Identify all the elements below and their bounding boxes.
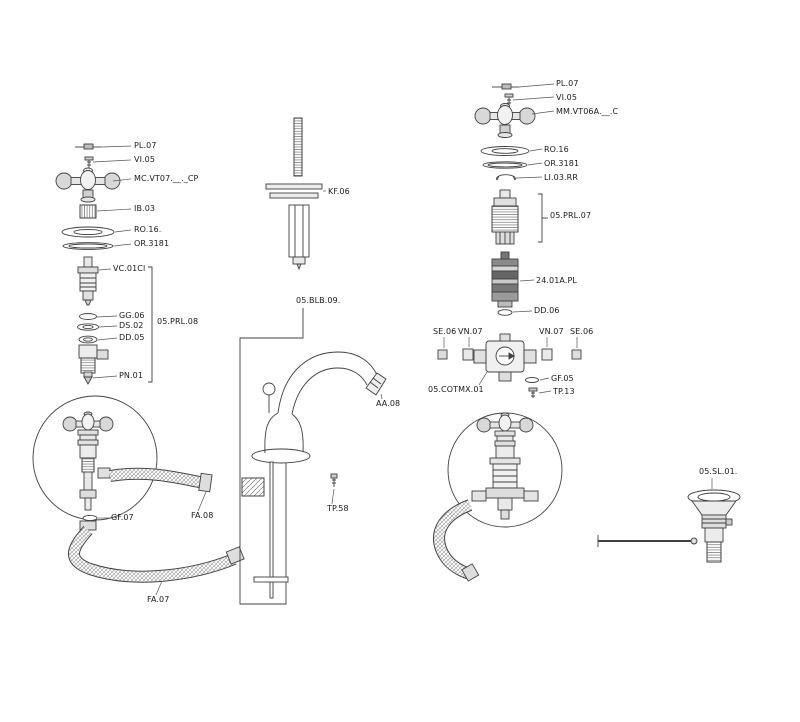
label-left-gg06: GG.06 (119, 311, 145, 320)
label-right-ro16: RO.16 (544, 145, 569, 154)
label-mid-tp58: TP.58 (327, 504, 349, 513)
label-right-or3181: OR.3181 (544, 159, 580, 168)
label-left-prl08: 05.PRL.08 (157, 317, 199, 326)
label-left-ib03: IB.03 (134, 204, 156, 213)
label-left-ro16: RO.16. (134, 225, 162, 234)
label-right-prl07: 05.PRL.07 (550, 211, 592, 220)
label-left-or3181: OR.3181 (134, 239, 170, 248)
drain-assembly-sl01 (597, 489, 741, 563)
label-drain-sl01: 05.SL.01. (699, 467, 738, 476)
label-left-pn01: PN.01 (119, 371, 144, 380)
label-right-tp13: TP.13 (553, 387, 575, 396)
mixer-body-cotmx (437, 333, 582, 398)
basin-set-blb09 (239, 308, 387, 605)
label-left-dd05: DD.05 (119, 333, 145, 342)
label-mid-aa08: AA.08 (376, 399, 401, 408)
left-handle-parts (55, 143, 121, 250)
label-mid-blb09: 05.BLB.09. (296, 296, 341, 305)
label-left-pl07: PL.07 (134, 141, 157, 150)
right-mixer-detail (447, 412, 563, 528)
label-left-vc01cl: VC.01Cl (113, 264, 146, 273)
label-left-mc-vt07: MC.VT07.__._CP (134, 174, 199, 183)
right-handle-parts (474, 83, 536, 181)
label-mid-kf06: KF.06 (328, 187, 350, 196)
label-right-cotmx01: 05.COTMX.01 (428, 385, 484, 394)
left-tap-detail (32, 395, 158, 522)
label-left-ds02: DS.02 (119, 321, 144, 330)
label-left-fa08: FA.08 (191, 511, 214, 520)
label-left-gf07: GF.07 (111, 513, 134, 522)
label-right-vi05: VI.05 (556, 93, 578, 102)
label-right-se06-right: SE.06 (570, 327, 594, 336)
hose-right (433, 499, 480, 582)
leader-lines (92, 83, 713, 596)
label-right-pl07: PL.07 (556, 79, 579, 88)
label-right-gf05: GF.05 (551, 374, 574, 383)
left-cartridge-parts (77, 256, 153, 385)
label-right-dd06: DD.06 (534, 306, 560, 315)
hose-fa07 (68, 520, 245, 583)
right-cartridge-prl07 (491, 189, 548, 245)
hose-fa08 (108, 467, 213, 493)
label-right-mm-vt06a: MM.VT06A.__.C (556, 107, 619, 116)
right-cartridge-2401a (491, 251, 519, 316)
label-right-2401a: 24.01A.PL (536, 276, 577, 285)
label-right-vn07-right: VN.07 (539, 327, 564, 336)
label-left-fa07: FA.07 (147, 595, 170, 604)
label-right-se06-left: SE.06 (433, 327, 457, 336)
label-right-vn07-left: VN.07 (458, 327, 483, 336)
label-left-vi05: VI.05 (134, 155, 156, 164)
label-right-li03rr: LI.03.RR (544, 173, 578, 182)
kf06-parts (265, 117, 323, 271)
